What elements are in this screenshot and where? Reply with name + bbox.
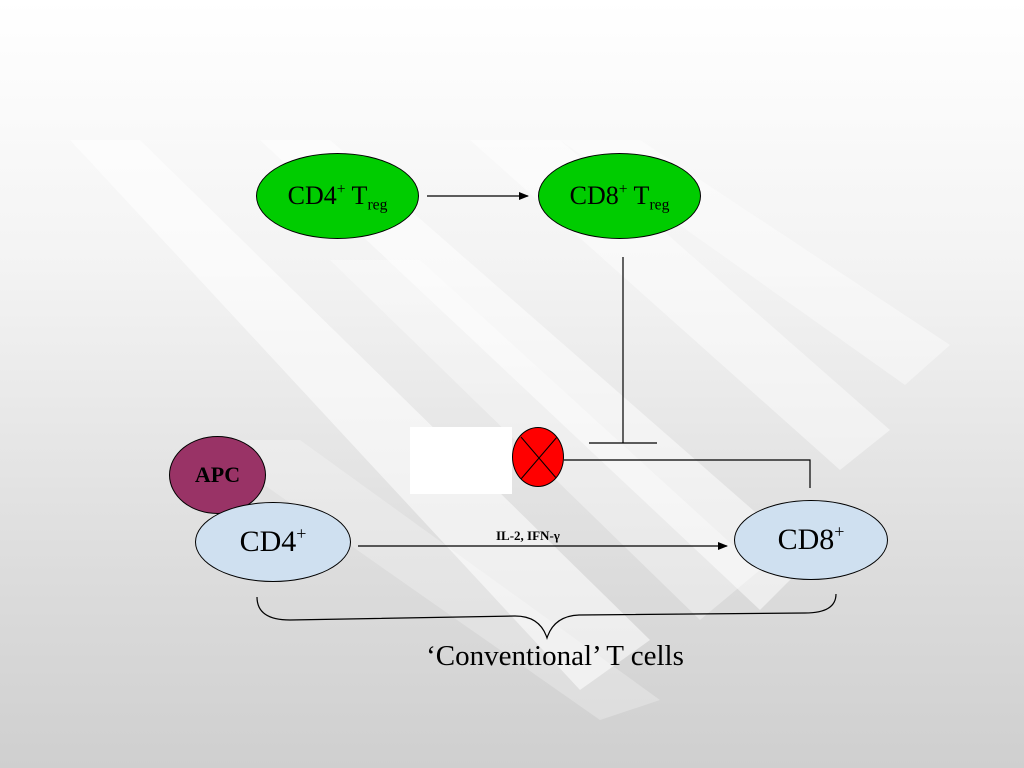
cytokine-label: IL-2, IFN-γ [496, 528, 560, 543]
conventional-t-cells-brace [256, 593, 837, 640]
cd4-cell: CD4+ [195, 502, 351, 582]
cd4-treg-label: CD4+ Treg [287, 180, 388, 214]
cd8-treg-cell: CD8+ Treg [538, 153, 701, 239]
cd8-label: CD8+ [777, 521, 845, 556]
cd8-treg-label: CD8+ Treg [569, 180, 670, 214]
blocked-x-icon [512, 427, 564, 487]
cd4-label: CD4+ [239, 523, 307, 558]
cd4-treg-cell: CD4+ Treg [256, 153, 419, 239]
apc-label: APC [194, 462, 241, 487]
conventional-t-cells-label: ‘Conventional’ T cells [426, 640, 684, 672]
blank-box [410, 427, 512, 494]
apc-cell: APC [169, 436, 266, 514]
cd8-cell: CD8+ [734, 500, 888, 580]
signal-to-cd8-line [564, 459, 811, 488]
